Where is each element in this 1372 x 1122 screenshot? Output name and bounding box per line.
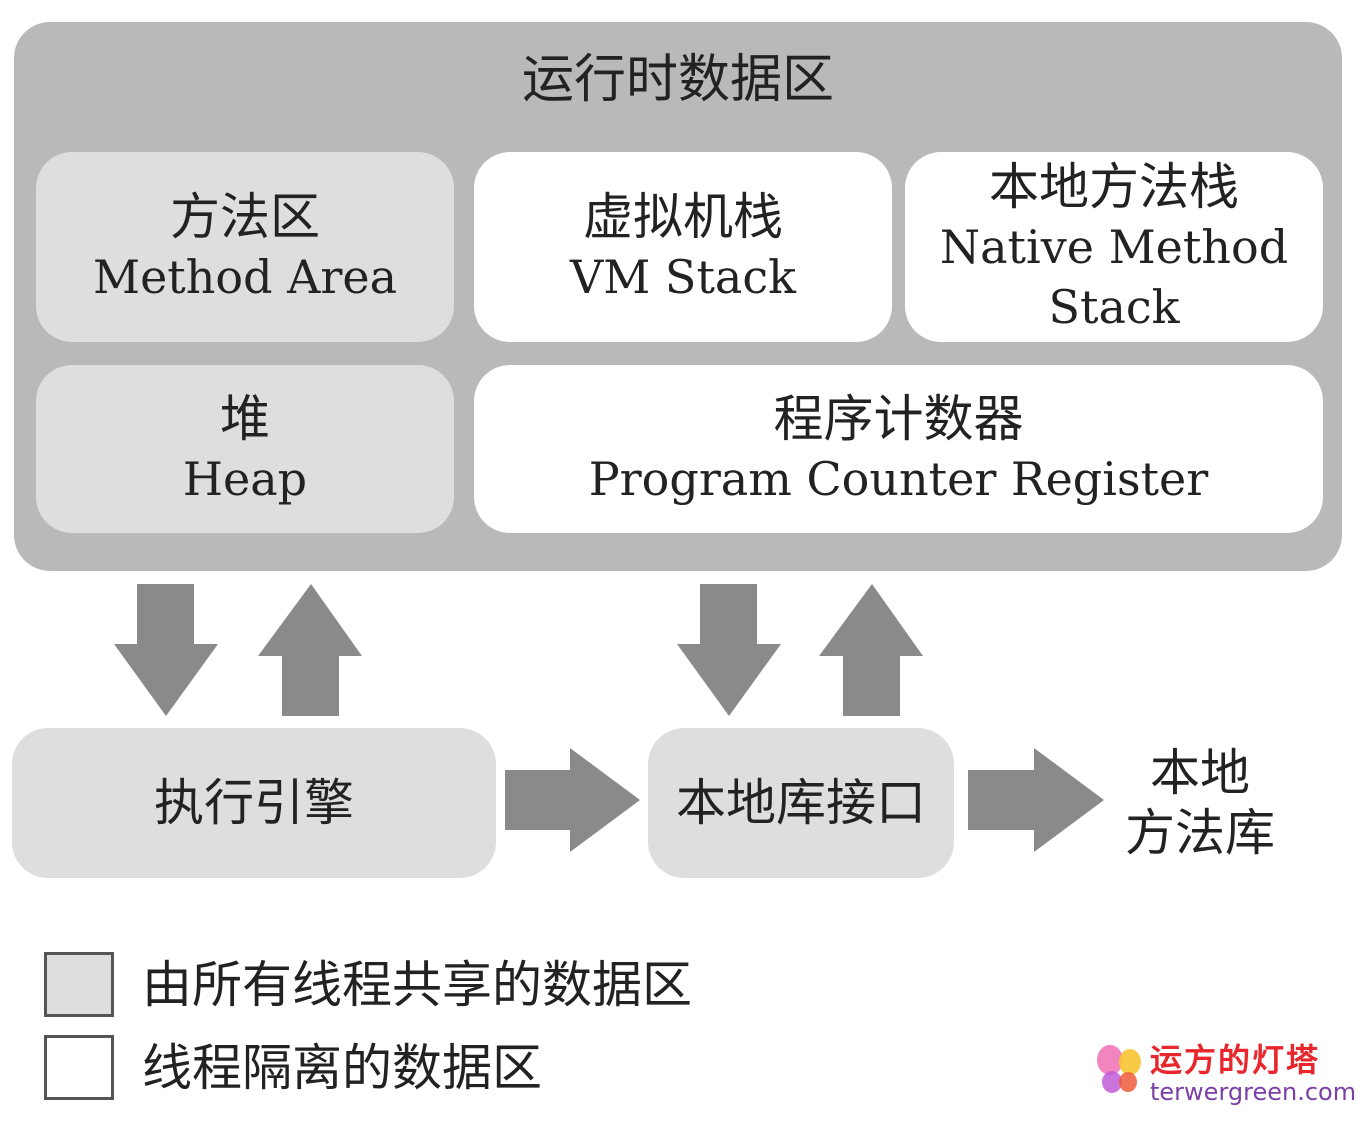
execution-engine-box: 执行引擎 xyxy=(12,728,496,878)
up-arrow-right xyxy=(819,584,923,716)
heap-label-zh: 堆 xyxy=(220,390,270,448)
method-area-label-zh: 方法区 xyxy=(170,188,320,246)
watermark-url: terwergreen.com xyxy=(1150,1078,1357,1106)
legend-swatch-isolated xyxy=(44,1035,114,1100)
native-method-stack-label-zh: 本地方法栈 xyxy=(989,158,1239,216)
method-area-label-en: Method Area xyxy=(92,250,398,304)
right-arrow-library xyxy=(968,748,1104,852)
legend-swatch-shared xyxy=(44,952,114,1017)
heap-label-en: Heap xyxy=(182,452,308,506)
program-counter-box: 程序计数器 Program Counter Register xyxy=(474,365,1323,533)
right-arrow-engine xyxy=(505,748,640,852)
vm-stack-label-en: VM Stack xyxy=(569,250,796,304)
native-interface-label: 本地库接口 xyxy=(676,774,926,832)
down-arrow-left xyxy=(114,584,218,716)
native-library: 本地 方法库 xyxy=(1100,728,1300,878)
butterfly-logo-icon xyxy=(1097,1045,1141,1093)
native-method-stack-label-en-2: Stack xyxy=(1048,280,1180,334)
heap-box: 堆 Heap xyxy=(36,365,454,533)
native-method-stack-box: 本地方法栈 Native Method Stack xyxy=(905,152,1323,342)
native-library-label-1: 本地 xyxy=(1150,744,1250,802)
native-method-stack-label-en-1: Native Method xyxy=(939,220,1289,274)
runtime-data-area-title: 运行时数据区 xyxy=(521,50,834,110)
vm-stack-box: 虚拟机栈 VM Stack xyxy=(474,152,892,342)
program-counter-label-en: Program Counter Register xyxy=(588,452,1209,506)
down-arrow-right xyxy=(677,584,781,716)
vm-stack-label-zh: 虚拟机栈 xyxy=(583,188,783,246)
legend-label-shared: 由所有线程共享的数据区 xyxy=(142,956,692,1014)
native-interface-box: 本地库接口 xyxy=(648,728,954,878)
legend-label-isolated: 线程隔离的数据区 xyxy=(142,1039,542,1097)
method-area-box: 方法区 Method Area xyxy=(36,152,454,342)
program-counter-label-zh: 程序计数器 xyxy=(773,390,1024,448)
execution-engine-label: 执行引擎 xyxy=(154,774,354,832)
native-library-label-2: 方法库 xyxy=(1125,804,1275,862)
watermark-title: 运方的灯塔 xyxy=(1150,1041,1321,1079)
up-arrow-left xyxy=(258,584,362,716)
